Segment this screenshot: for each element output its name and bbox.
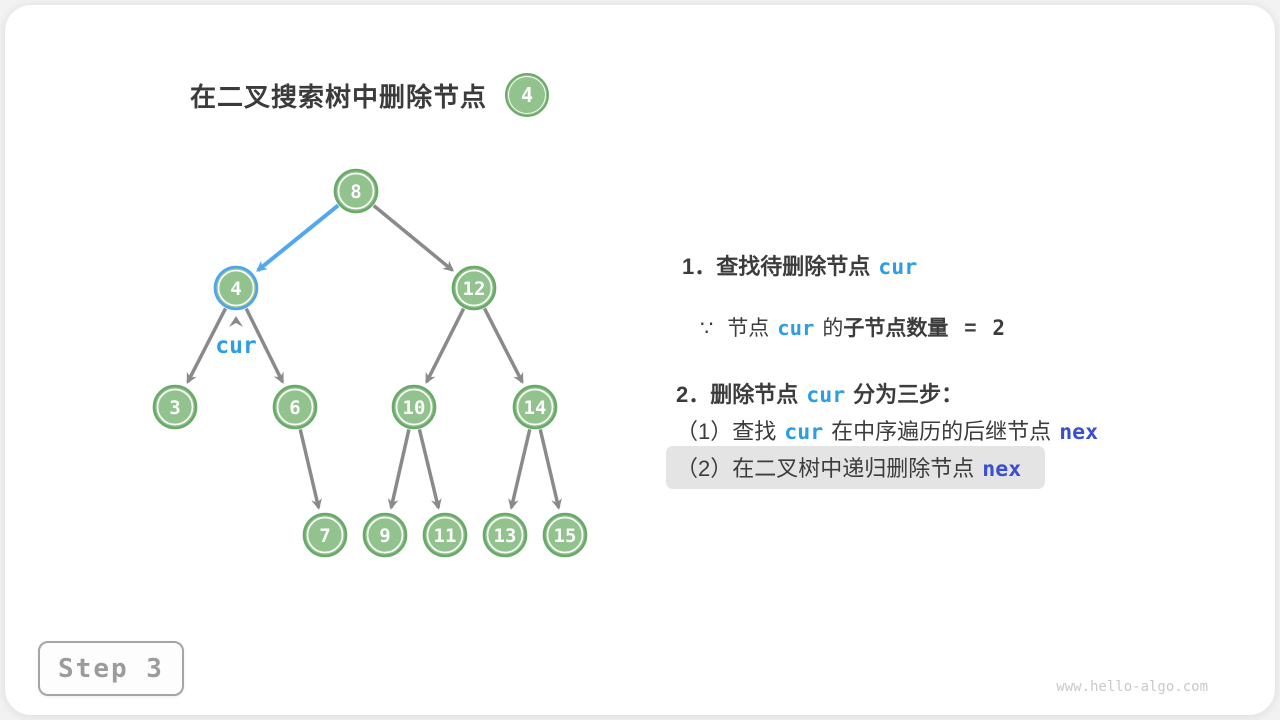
step1-text: 1．查找待删除节点 xyxy=(682,254,871,279)
sub1-code-nex: nex xyxy=(1059,420,1099,445)
tree-edge-10-11 xyxy=(417,428,442,510)
tree-node-12: 12 xyxy=(451,265,497,311)
page-title: 在二叉搜索树中删除节点 xyxy=(190,81,488,112)
sub1-t1: （1）查找 xyxy=(676,419,777,444)
step2-suffix: 分为三步： xyxy=(853,382,964,407)
step2-text: 2．删除节点 xyxy=(676,382,799,407)
tree-node-value: 9 xyxy=(379,525,390,547)
sub2-code-nex: nex xyxy=(982,457,1022,482)
tree-node-11: 11 xyxy=(422,512,468,558)
tree-node-value: 15 xyxy=(554,525,577,547)
tree-node-4-highlighted: 4 xyxy=(213,265,259,311)
step2-code-cur: cur xyxy=(806,383,846,408)
panel-substep1-line: （1）查找 cur 在中序遍历的后继节点 nex xyxy=(676,414,1106,446)
tree-node-value: 14 xyxy=(524,397,547,419)
watermark: www.hello-algo.com xyxy=(1056,679,1208,695)
tree-node-value: 7 xyxy=(319,525,330,547)
tree-node-15: 15 xyxy=(542,512,588,558)
sub2-t1: （2）在二叉树中递归删除节点 xyxy=(676,456,975,481)
tree-node-7: 7 xyxy=(302,512,348,558)
step-indicator-label: Step 3 xyxy=(58,653,164,684)
panel-because-line: ∵ 节点 cur 的子节点数量 = 2 xyxy=(700,312,1005,342)
panel-step2-line: 2．删除节点 cur 分为三步： xyxy=(676,377,963,409)
title-badge-node: 4 xyxy=(505,73,550,117)
because-t1: 节点 xyxy=(727,317,770,340)
because-symbol: ∵ xyxy=(700,317,714,340)
tree-node-value: 12 xyxy=(463,278,486,300)
tree-edge-10-9 xyxy=(387,429,411,510)
because-eq: = xyxy=(964,317,977,340)
tree-edge-4-6 xyxy=(244,307,285,384)
title-row: 在二叉搜索树中删除节点 4 xyxy=(190,72,550,118)
tree-node-8: 8 xyxy=(333,168,379,214)
sub1-t2: 在中序遍历的后继节点 xyxy=(831,419,1052,444)
tree-node-value: 3 xyxy=(169,397,180,419)
tree-node-14: 14 xyxy=(512,384,558,430)
tree-edge-4-3 xyxy=(186,307,228,385)
because-value: 2 xyxy=(992,316,1005,340)
tree-node-value: 13 xyxy=(494,525,517,547)
tree-edge-14-15 xyxy=(538,428,562,510)
step1-code-cur: cur xyxy=(878,255,918,280)
tree-node-value: 4 xyxy=(230,278,241,300)
because-bold: 子节点数量 xyxy=(843,317,949,340)
cur-pointer-label: cur xyxy=(215,333,257,359)
tree-node-value: 11 xyxy=(434,525,457,547)
tree-node-3: 3 xyxy=(152,384,198,430)
tree-node-value: 10 xyxy=(403,397,426,419)
slide-card xyxy=(5,5,1275,715)
because-t2: 的 xyxy=(822,317,844,340)
tree-edge-14-13 xyxy=(508,428,532,510)
panel-step1-line: 1．查找待删除节点 cur xyxy=(682,249,925,281)
tree-edge-8-12 xyxy=(372,204,455,272)
tree-node-value: 6 xyxy=(289,397,300,419)
tree-node-13: 13 xyxy=(482,512,528,558)
tree-node-6: 6 xyxy=(272,384,318,430)
tree-node-value: 8 xyxy=(350,181,361,203)
panel-substep2-line-highlighted: （2）在二叉树中递归删除节点 nex xyxy=(666,446,1046,489)
tree-edge-12-10 xyxy=(425,307,466,384)
tree-edge-12-14 xyxy=(482,307,524,385)
cur-pointer-caret-icon xyxy=(229,316,243,327)
tree-edge-8-4 xyxy=(256,203,340,272)
tree-edge-6-7 xyxy=(298,428,322,510)
tree-node-10: 10 xyxy=(391,384,437,430)
sub1-code-cur: cur xyxy=(784,420,824,445)
because-code-cur: cur xyxy=(777,316,815,340)
tree-node-9: 9 xyxy=(362,512,408,558)
step-indicator: Step 3 xyxy=(38,641,184,696)
